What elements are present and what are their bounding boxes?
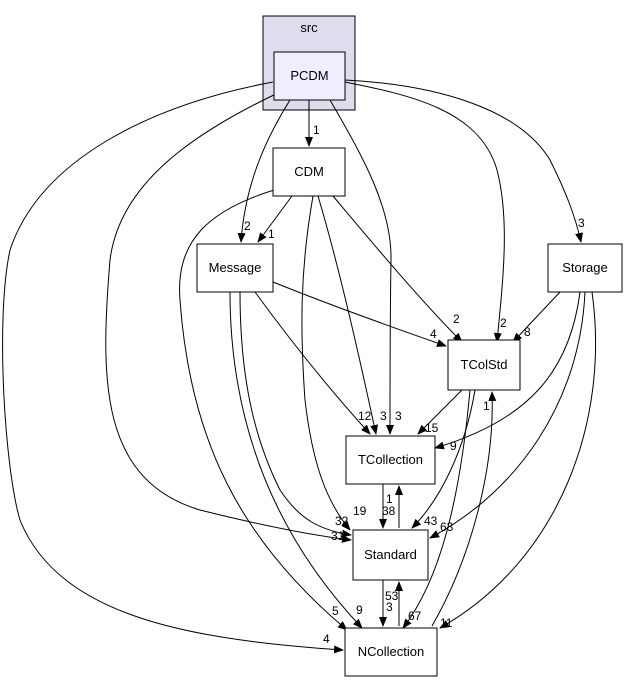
- edge-tcolstd-tcollection: [417, 389, 463, 435]
- edge-label: 1: [313, 123, 320, 137]
- edge-pcdm-ncollection: [2, 81, 344, 654]
- node-storage[interactable]: [547, 243, 623, 293]
- edge-label: 3: [386, 600, 393, 614]
- edge-pcdm-storage: [344, 79, 583, 243]
- edge-label: 9: [356, 603, 363, 617]
- node-label-pcdm: PCDM: [290, 68, 328, 83]
- edge-pcdm-tcolstd: [344, 81, 505, 343]
- node-label-tcolstd: TColStd: [461, 357, 508, 372]
- node-standard[interactable]: [352, 529, 429, 581]
- edge-label: 67: [408, 609, 422, 623]
- edge-cdm-tcollection: [317, 195, 379, 435]
- node-cdm[interactable]: [272, 147, 346, 197]
- edge-label: 8: [524, 325, 531, 339]
- edge-label: 31: [331, 529, 345, 543]
- edge-label: 1: [483, 399, 490, 413]
- edge-message-ncollection: [229, 291, 363, 629]
- node-label-standard: Standard: [364, 547, 417, 562]
- edge-cdm-tcolstd: [332, 195, 463, 343]
- edge-message-tcollection: [254, 291, 371, 435]
- edge-label: 15: [425, 421, 439, 435]
- node-tcolstd[interactable]: [447, 339, 521, 391]
- node-tcollection[interactable]: [345, 435, 436, 485]
- edge-ncollection-tcolstd: [431, 391, 497, 627]
- edge-message-standard: [239, 291, 352, 538]
- edge-storage-tcollection: [434, 291, 581, 450]
- node-label-cdm: CDM: [294, 164, 324, 179]
- node-pcdm[interactable]: [273, 51, 346, 101]
- edge-label: 32: [335, 514, 349, 528]
- edge-label: 53: [385, 589, 399, 603]
- edge-pcdm-tcollection: [329, 99, 395, 435]
- node-label-ncollection: NCollection: [358, 644, 424, 659]
- node-ncollection[interactable]: [344, 627, 438, 677]
- edge-label: 63: [440, 520, 454, 534]
- edge-cdm-ncollection: [179, 189, 348, 631]
- edge-label: 9: [450, 439, 457, 453]
- edge-label: 43: [424, 514, 438, 528]
- edge-label: 38: [382, 504, 396, 518]
- edge-label: 2: [500, 316, 507, 330]
- edge-storage-tcolstd: [512, 291, 561, 343]
- edge-pcdm-message: [237, 99, 291, 243]
- cluster-src-label: src: [300, 20, 318, 35]
- edge-pcdm-standard: [105, 91, 352, 543]
- edge-cdm-standard: [301, 195, 351, 531]
- edge-label: 4: [430, 327, 437, 341]
- edge-label: 1: [268, 227, 275, 241]
- edge-label: 19: [353, 504, 367, 518]
- edge-label: 11: [440, 616, 453, 630]
- node-label-tcollection: TCollection: [358, 452, 423, 467]
- node-label-message: Message: [209, 260, 262, 275]
- edge-label: 1: [386, 492, 393, 506]
- edge-storage-ncollection: [439, 291, 597, 629]
- edge-label: 4: [323, 632, 330, 646]
- node-label-storage: Storage: [562, 260, 608, 275]
- edge-label: 2: [453, 312, 460, 326]
- edge-label: 3: [395, 409, 402, 423]
- edge-label: 5: [332, 604, 339, 618]
- edge-storage-standard: [429, 291, 586, 539]
- node-message[interactable]: [196, 243, 274, 293]
- edge-label: 2: [244, 219, 251, 233]
- edge-tcolstd-ncollection: [402, 389, 471, 629]
- edge-tcolstd-standard: [411, 389, 476, 529]
- edge-message-tcolstd: [272, 281, 447, 347]
- edge-label: 12: [358, 409, 372, 423]
- edge-label: 3: [578, 216, 585, 230]
- edge-label: 3: [380, 409, 387, 423]
- edge-cdm-message: [257, 195, 293, 243]
